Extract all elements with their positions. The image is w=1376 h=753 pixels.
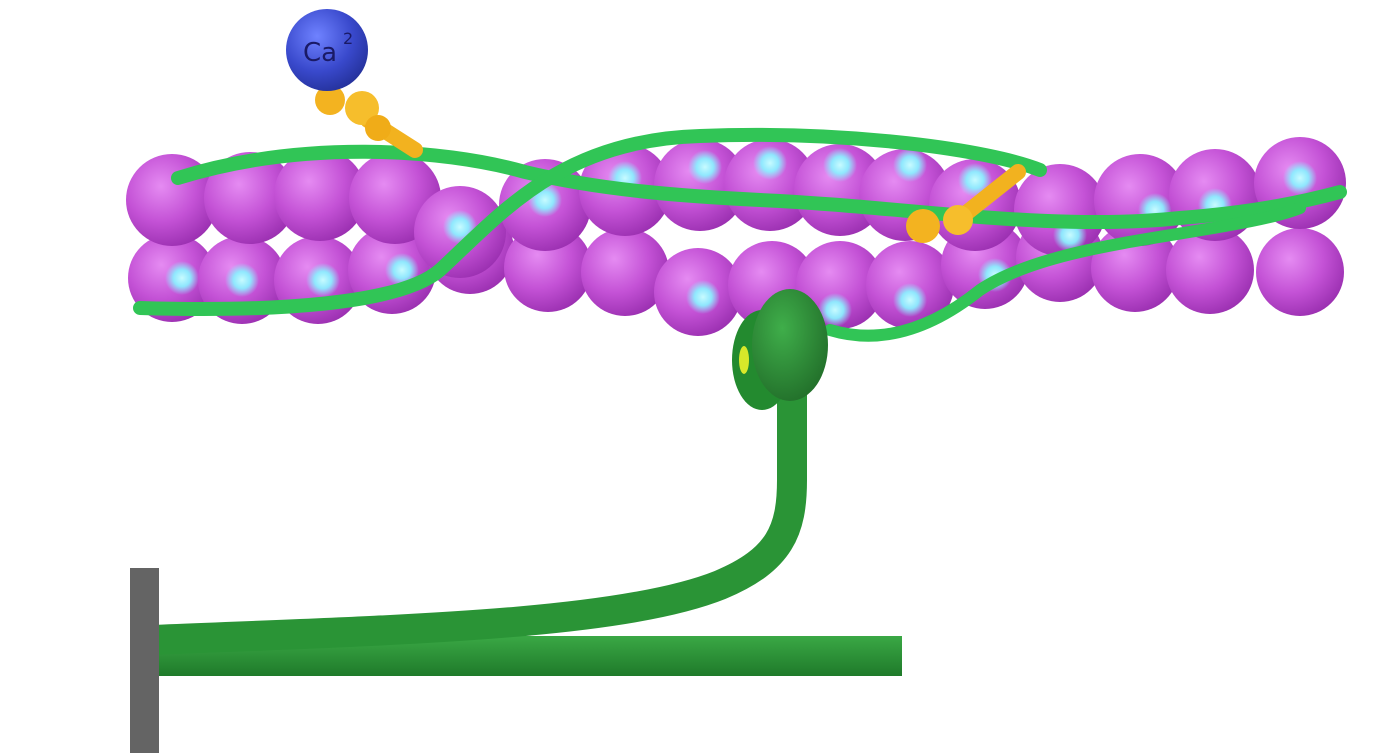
actin-monomer xyxy=(1256,228,1344,316)
myosin-head xyxy=(752,289,828,401)
calcium-ion-label: Ca xyxy=(303,38,337,68)
actin-monomer xyxy=(414,186,506,278)
myosin-neck xyxy=(150,390,792,640)
calcium-ion-charge: 2 xyxy=(343,29,353,48)
calcium-ion: Ca 2 xyxy=(286,9,368,91)
troponin-complex-left xyxy=(315,85,415,150)
myosin-head-light-chain xyxy=(739,346,749,374)
actin-monomer xyxy=(1014,164,1106,256)
myosin-thick-filament xyxy=(150,289,902,676)
z-line xyxy=(130,568,159,753)
